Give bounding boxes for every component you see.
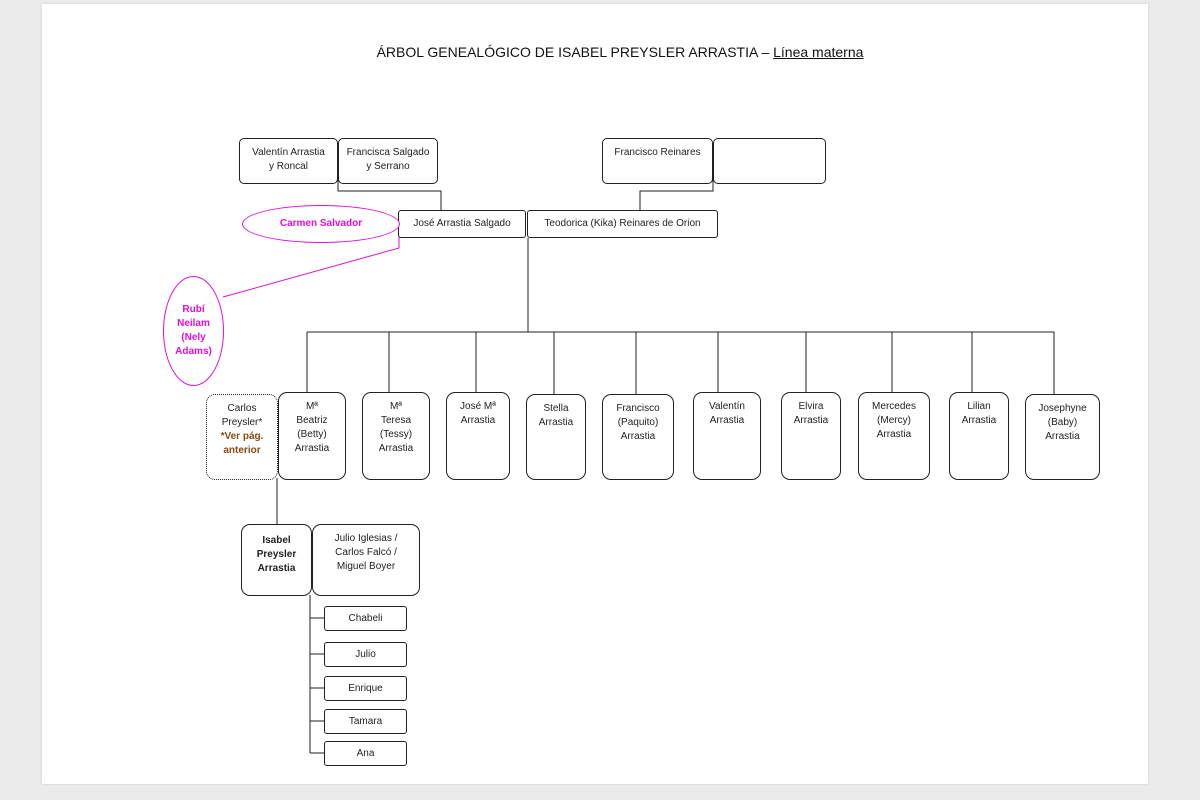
person-elvira-arrastia: Elvira Arrastia [781, 392, 841, 480]
person-mercedes-arrastia: Mercedes (Mercy) Arrastia [858, 392, 930, 480]
person-jose-maria-arrastia: José Mª Arrastia [446, 392, 510, 480]
person-carmen-salvador: Carmen Salvador [242, 205, 400, 243]
person-enrique: Enrique [324, 676, 407, 701]
person-teresa-arrastia: Mª Teresa (Tessy) Arrastia [362, 392, 430, 480]
person-ana: Ana [324, 741, 407, 766]
person-unknown-box [713, 138, 826, 184]
person-julio: Julio [324, 642, 407, 667]
page-title: ÁRBOL GENEALÓGICO DE ISABEL PREYSLER ARR… [376, 44, 864, 60]
person-rubi-neilam: Rubí Neilam (Nely Adams) [163, 276, 224, 386]
person-francisco-reinares: Francisco Reinares [602, 138, 713, 184]
see-previous-page-note: *Ver pág. anterior [220, 431, 264, 456]
person-carlos-preysler: Carlos Preysler**Ver pág. anterior [206, 394, 278, 480]
person-teodorica-reinares: Teodorica (Kika) Reinares de Orion [527, 210, 718, 238]
person-husbands: Julio Iglesias / Carlos Falcó / Miguel B… [312, 524, 420, 596]
person-francisco-arrastia: Francisco (Paquito) Arrastia [602, 394, 674, 480]
person-francisca-salgado: Francisca Salgado y Serrano [338, 138, 438, 184]
person-lilian-arrastia: Lilian Arrastia [949, 392, 1009, 480]
person-tamara: Tamara [324, 709, 407, 734]
person-isabel-preysler: Isabel Preysler Arrastia [241, 524, 312, 596]
person-jose-arrastia: José Arrastia Salgado [398, 210, 526, 238]
person-chabeli: Chabeli [324, 606, 407, 631]
person-beatriz-arrastia: Mª Beatriz (Betty) Arrastia [278, 392, 346, 480]
person-stella-arrastia: Stella Arrastia [526, 394, 586, 480]
person-valentin-arrastia-jr: Valentín Arrastia [693, 392, 761, 480]
person-valentin-arrastia: Valentín Arrastia y Roncal [239, 138, 338, 184]
person-josephyne-arrastia: Josephyne (Baby) Arrastia [1025, 394, 1100, 480]
title-underlined: Línea materna [773, 44, 864, 60]
